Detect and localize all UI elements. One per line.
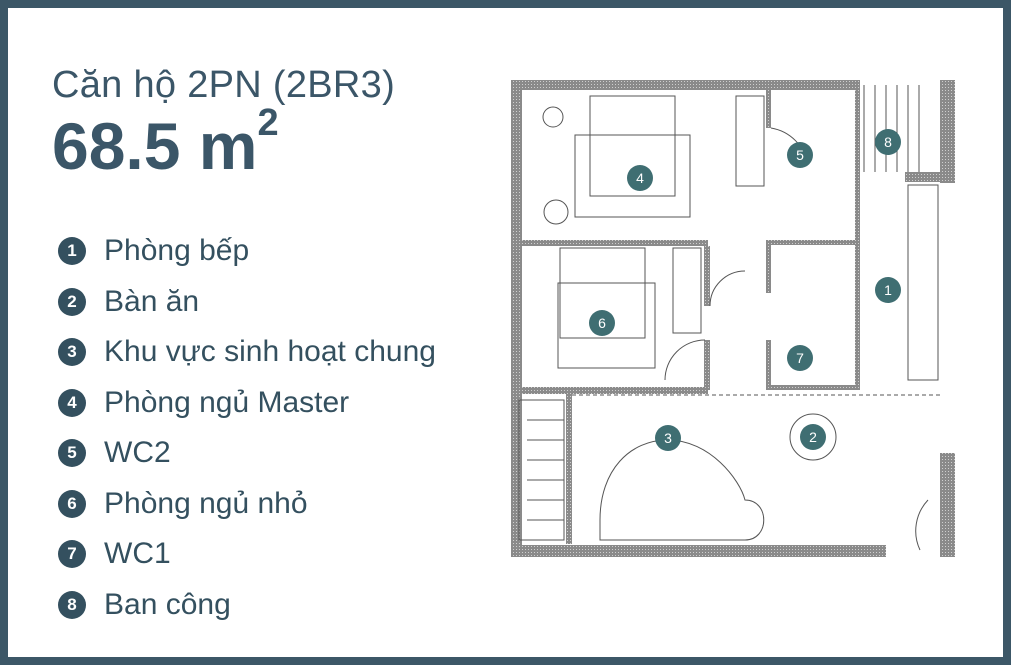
room-marker-2: 2	[800, 424, 826, 450]
legend-item: 8 Ban công	[58, 580, 436, 631]
room-marker-8: 8	[875, 129, 901, 155]
legend-number-badge: 8	[58, 590, 86, 619]
legend-number-badge: 5	[58, 439, 86, 468]
marker-number: 7	[796, 350, 804, 366]
marker-number: 2	[809, 429, 817, 445]
room-markers: 1 2 3 4 5 6 7 8	[589, 129, 901, 451]
legend-item: 5 WC2	[58, 428, 436, 479]
legend-number-badge: 6	[58, 489, 86, 518]
area-value: 68.5 m	[52, 109, 258, 183]
marker-number: 5	[796, 147, 804, 163]
walls	[511, 80, 955, 557]
legend-label: Phòng ngủ nhỏ	[104, 486, 308, 520]
legend-label: Bàn ăn	[104, 284, 200, 318]
legend-item: 2 Bàn ăn	[58, 277, 436, 328]
legend-label: Phòng ngủ Master	[104, 385, 350, 419]
legend-label: WC2	[104, 436, 171, 470]
legend-item: 3 Khu vực sinh hoạt chung	[58, 327, 436, 378]
apartment-area: 68.5 m2	[52, 104, 279, 184]
marker-circle	[627, 165, 653, 191]
legend-label: WC1	[104, 537, 171, 571]
room-marker-5: 5	[787, 142, 813, 168]
furniture	[518, 85, 940, 551]
legend-number-badge: 2	[58, 287, 86, 316]
area-unit-superscript: 2	[257, 102, 279, 144]
marker-circle	[589, 310, 615, 336]
legend-item: 1 Phòng bếp	[58, 226, 436, 277]
marker-number: 4	[636, 170, 644, 186]
room-marker-4: 4	[627, 165, 653, 191]
marker-number: 8	[884, 134, 892, 150]
marker-circle	[655, 425, 681, 451]
legend-item: 4 Phòng ngủ Master	[58, 378, 436, 429]
legend-number-badge: 7	[58, 540, 86, 569]
apartment-title: Căn hộ 2PN (2BR3)	[52, 64, 396, 106]
marker-circle	[875, 129, 901, 155]
room-marker-6: 6	[589, 310, 615, 336]
room-marker-3: 3	[655, 425, 681, 451]
legend-label: Phòng bếp	[104, 234, 250, 268]
room-legend: 1 Phòng bếp 2 Bàn ăn 3 Khu vực sinh hoạt ch…	[58, 226, 436, 630]
room-marker-7: 7	[787, 345, 813, 371]
legend-item: 7 WC1	[58, 529, 436, 580]
legend-number-badge: 1	[58, 237, 86, 266]
marker-circle	[787, 142, 813, 168]
legend-item: 6 Phòng ngủ nhỏ	[58, 479, 436, 530]
marker-number: 1	[884, 282, 892, 298]
marker-circle	[800, 424, 826, 450]
marker-number: 3	[664, 430, 672, 446]
legend-number-badge: 4	[58, 388, 86, 417]
marker-circle	[875, 277, 901, 303]
room-marker-1: 1	[875, 277, 901, 303]
legend-number-badge: 3	[58, 338, 86, 367]
marker-circle	[787, 345, 813, 371]
legend-label: Khu vực sinh hoạt chung	[104, 335, 436, 369]
marker-number: 6	[598, 315, 606, 331]
legend-label: Ban công	[104, 587, 231, 621]
